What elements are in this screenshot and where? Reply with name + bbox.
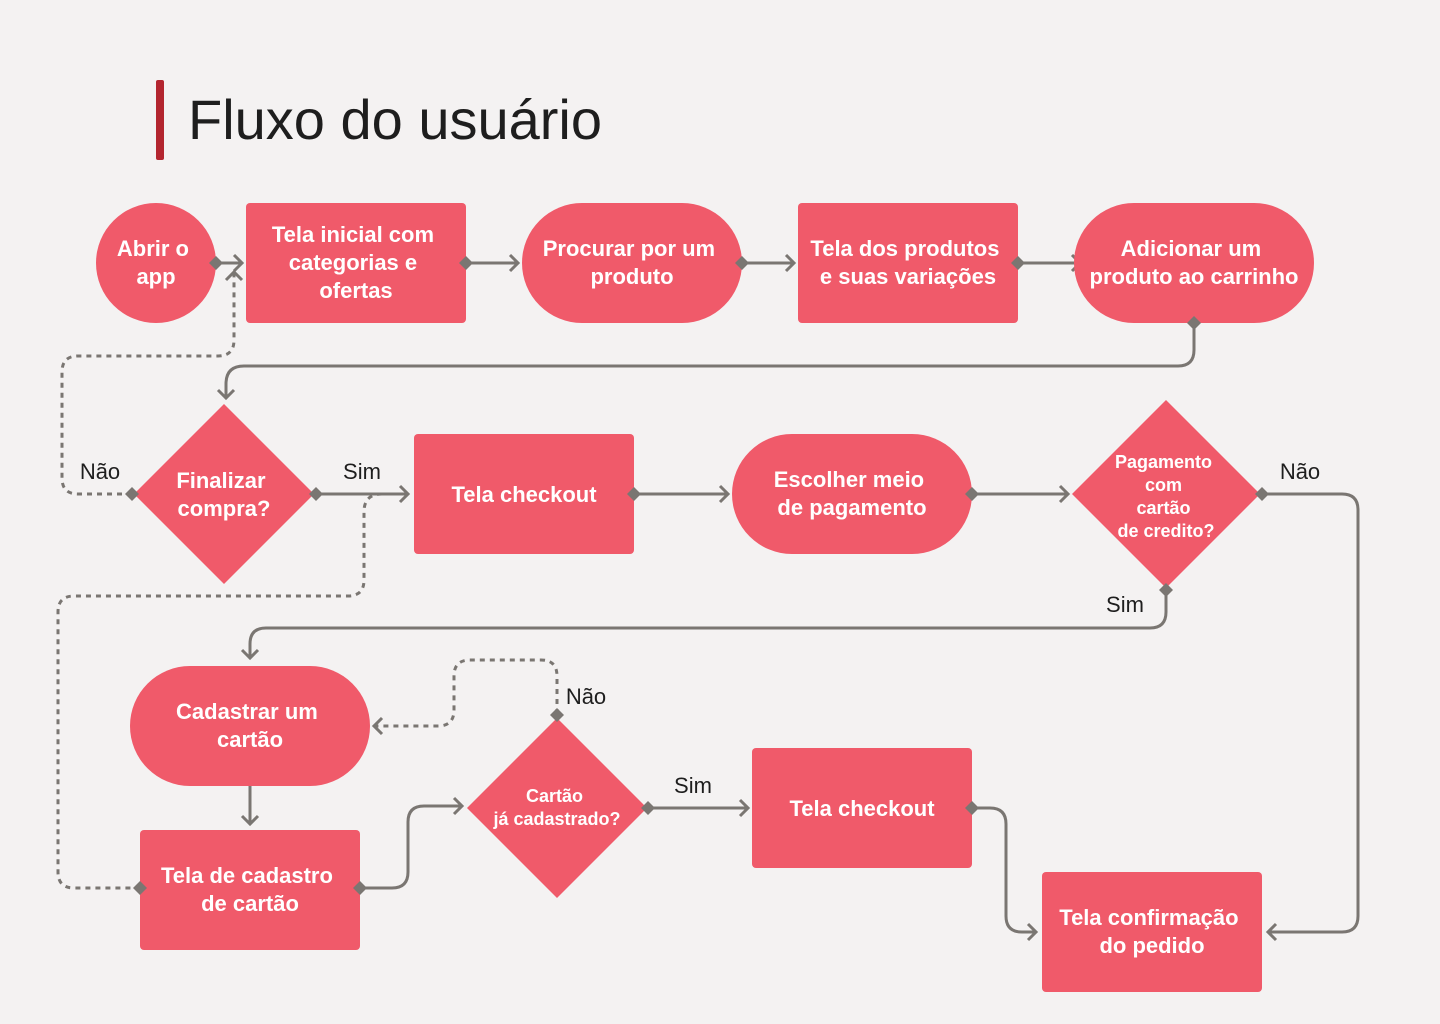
connector-dot	[459, 256, 473, 270]
node-cadastrar-cartao-label: Cadastrar um cartão	[176, 699, 324, 752]
node-procurar-produto-label: Procurar por um produto	[543, 236, 722, 289]
edge-labels: Não Sim Não Sim Não Sim	[80, 459, 1320, 798]
node-tela-cadastro-cartao	[140, 830, 360, 950]
page-title: Fluxo do usuário	[188, 88, 603, 151]
node-tela-checkout-1	[414, 434, 634, 554]
label-cartao-nao: Não	[566, 684, 606, 709]
node-tela-cadastro-cartao-label: Tela de cadastro de cartão	[161, 863, 339, 916]
arrowhead	[216, 388, 236, 401]
node-tela-inicial-label: Tela inicial com categorias e ofertas	[272, 222, 440, 303]
connector-dot	[965, 801, 979, 815]
node-adicionar-carrinho	[1074, 203, 1314, 323]
node-escolher-pagamento-label: Escolher meio de pagamento	[774, 467, 931, 520]
connector-dot	[627, 487, 641, 501]
arrowhead	[240, 648, 260, 661]
edge-checkout2-to-confirmacao	[972, 806, 1036, 934]
arrowhead	[398, 484, 411, 504]
label-cartao-sim: Sim	[674, 773, 712, 798]
arrowhead	[240, 814, 260, 827]
node-tela-produtos	[798, 203, 1018, 323]
connector-dot	[965, 487, 979, 501]
arrowhead	[232, 253, 245, 273]
node-cadastrar-cartao	[130, 666, 370, 786]
label-pagamento-nao: Não	[1280, 459, 1320, 484]
connector-dots	[125, 256, 1269, 895]
node-procurar-produto	[522, 203, 742, 323]
node-tela-checkout-2	[752, 748, 972, 868]
label-pagamento-sim: Sim	[1106, 592, 1144, 617]
node-pagamento-cartao-label: Pagamento com cartão de credito?	[1115, 452, 1217, 541]
connector-dot	[309, 487, 323, 501]
arrowhead	[508, 253, 521, 273]
arrowhead	[452, 796, 465, 816]
arrowhead	[1265, 922, 1278, 942]
edge-cadastro-to-cartao	[360, 804, 462, 890]
node-tela-confirmacao-label: Tela confirmação do pedido	[1059, 905, 1244, 958]
node-finalizar-compra-label: Finalizar compra?	[176, 468, 271, 521]
connector-dot	[209, 256, 223, 270]
arrowhead	[718, 484, 731, 504]
connector-dot	[550, 708, 564, 722]
node-adicionar-carrinho-label: Adicionar um produto ao carrinho	[1090, 236, 1299, 289]
connector-dot	[641, 801, 655, 815]
connector-dot	[1159, 583, 1173, 597]
edge-cartao-nao-to-cadastrar	[374, 658, 559, 728]
nodes: Abrir o app Tela inicial com categorias …	[96, 203, 1314, 992]
arrowhead	[1026, 922, 1039, 942]
node-finalizar-compra	[134, 404, 314, 584]
connector-dot	[1011, 256, 1025, 270]
node-tela-inicial	[246, 203, 466, 323]
connector-dot	[133, 881, 147, 895]
node-pagamento-cartao	[1072, 400, 1260, 588]
connector-dot	[125, 487, 139, 501]
arrowhead	[738, 798, 751, 818]
node-escolher-pagamento	[732, 434, 972, 554]
edge-adicionar-to-finalizar	[224, 323, 1196, 398]
node-abrir-app-label: Abrir o app	[117, 236, 195, 289]
node-tela-checkout-1-label: Tela checkout	[451, 482, 597, 507]
connector-dot	[735, 256, 749, 270]
node-tela-confirmacao	[1042, 872, 1262, 992]
node-tela-produtos-label: Tela dos produtos e suas variações	[810, 236, 1005, 289]
connector-dot	[353, 881, 367, 895]
node-abrir-app	[96, 203, 216, 323]
arrowhead	[1058, 484, 1071, 504]
arrowhead	[224, 269, 244, 282]
connector-dot	[1255, 487, 1269, 501]
edge-finalizar-sim-to-cadastro	[56, 492, 383, 890]
arrowhead	[371, 716, 384, 736]
label-finalizar-sim: Sim	[343, 459, 381, 484]
node-cartao-cadastrado	[467, 718, 647, 898]
edge-pagamento-sim-to-cadastrar	[248, 590, 1168, 658]
arrowhead	[784, 253, 797, 273]
connector-dot	[1187, 316, 1201, 330]
label-finalizar-nao: Não	[80, 459, 120, 484]
edges	[56, 261, 1360, 934]
edge-pagamento-nao-to-confirmacao	[1262, 492, 1360, 934]
title-accent-bar	[156, 80, 164, 160]
node-cartao-cadastrado-label: Cartão já cadastrado?	[492, 786, 620, 829]
node-tela-checkout-2-label: Tela checkout	[789, 796, 935, 821]
